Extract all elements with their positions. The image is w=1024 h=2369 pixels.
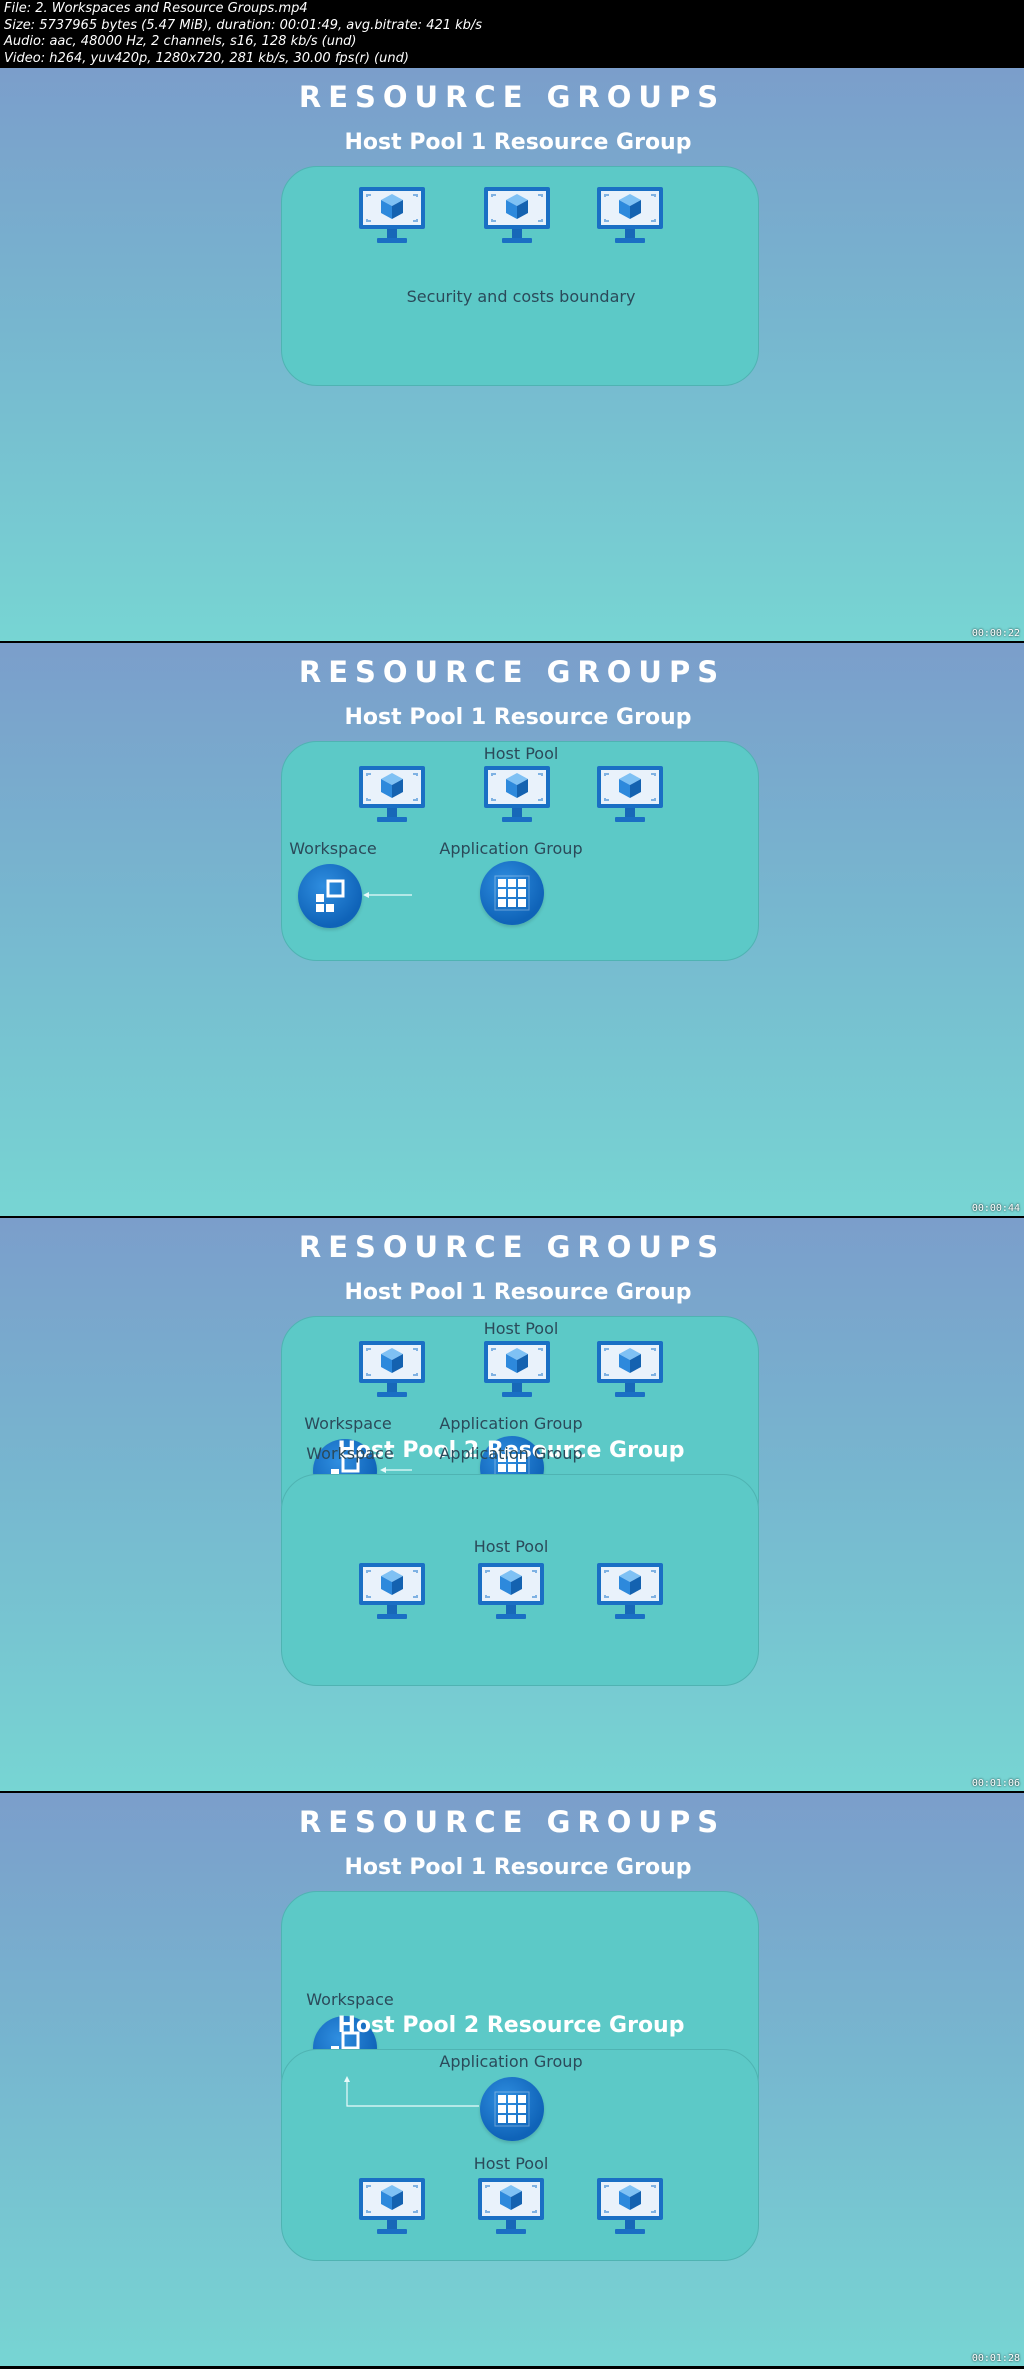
app-group-label: Application Group bbox=[439, 839, 583, 858]
file-info-line: File: 2. Workspaces and Resource Groups.… bbox=[4, 1, 308, 16]
application-group-icon bbox=[480, 861, 544, 925]
file-info-line: Video: h264, yuv420p, 1280x720, 281 kb/s… bbox=[4, 50, 409, 66]
virtual-machine-icon bbox=[482, 185, 552, 247]
slide-title: RESOURCE GROUPS bbox=[298, 80, 726, 114]
slide-title: RESOURCE GROUPS bbox=[298, 1805, 726, 1839]
workspace-label: Workspace bbox=[306, 1990, 394, 2009]
workspace-label: Workspace bbox=[306, 1444, 394, 1463]
virtual-machine-icon bbox=[595, 185, 665, 247]
workspace-label: Workspace bbox=[289, 839, 377, 858]
rg1-box: Security and costs boundary bbox=[281, 166, 759, 386]
workspace-icon bbox=[298, 864, 362, 928]
virtual-machine-icon bbox=[595, 2176, 665, 2238]
virtual-machine-icon bbox=[357, 1561, 427, 1623]
file-info-line: Size: 5737965 bytes (5.47 MiB), duration… bbox=[4, 17, 483, 33]
workspace-label: Workspace bbox=[304, 1414, 392, 1433]
security-boundary-text: Security and costs boundary bbox=[406, 287, 636, 306]
virtual-machine-icon bbox=[595, 1561, 665, 1623]
rg1-label: Host Pool 1 Resource Group bbox=[344, 1280, 692, 1305]
virtual-machine-icon bbox=[482, 1339, 552, 1401]
host-pool-label: Host Pool bbox=[483, 1319, 559, 1338]
virtual-machine-icon bbox=[476, 1561, 546, 1623]
rg1-label: Host Pool 1 Resource Group bbox=[344, 130, 692, 155]
rg2-label: Host Pool 2 Resource Group bbox=[337, 2013, 685, 2038]
slide-frame-4: RESOURCE GROUPS Host Pool 1 Resource Gro… bbox=[0, 1793, 1024, 2366]
app-group-label: Application Group bbox=[439, 1414, 583, 1433]
virtual-machine-icon bbox=[357, 2176, 427, 2238]
rg1-label: Host Pool 1 Resource Group bbox=[344, 1855, 692, 1880]
host-pool-label: Host Pool bbox=[473, 1537, 549, 1556]
virtual-machine-icon bbox=[357, 1339, 427, 1401]
application-group-icon bbox=[480, 2077, 544, 2141]
slide-frame-2: RESOURCE GROUPS Host Pool 1 Resource Gro… bbox=[0, 643, 1024, 1216]
host-pool-label: Host Pool bbox=[473, 2154, 549, 2173]
app-group-label: Application Group bbox=[439, 2052, 583, 2071]
slide-title: RESOURCE GROUPS bbox=[298, 1230, 726, 1264]
rg1-box: Host Pool Workspace Application Group bbox=[281, 741, 759, 961]
slide-frame-1: RESOURCE GROUPS Host Pool 1 Resource Gro… bbox=[0, 68, 1024, 641]
slide-frame-3: RESOURCE GROUPS Host Pool 1 Resource Gro… bbox=[0, 1218, 1024, 1791]
rg2-box: Application Group Host Pool bbox=[281, 2049, 759, 2261]
rg2-label: Host Pool 2 Resource Group bbox=[337, 1438, 685, 1463]
rg1-label: Host Pool 1 Resource Group bbox=[344, 705, 692, 730]
connector-arrow bbox=[380, 1467, 412, 1473]
connector-arrow bbox=[344, 2076, 479, 2107]
virtual-machine-icon bbox=[357, 185, 427, 247]
file-info-header: File: 2. Workspaces and Resource Groups.… bbox=[0, 0, 1024, 68]
app-group-label: Application Group bbox=[439, 1444, 583, 1463]
timestamp: 00:00:22 bbox=[971, 628, 1020, 639]
timestamp: 00:01:28 bbox=[971, 2353, 1020, 2364]
file-info-line: Audio: aac, 48000 Hz, 2 channels, s16, 1… bbox=[4, 34, 357, 49]
connector-arrow bbox=[363, 892, 412, 898]
virtual-machine-icon bbox=[482, 764, 552, 826]
timestamp: 00:01:06 bbox=[971, 1778, 1020, 1789]
virtual-machine-icon bbox=[357, 764, 427, 826]
timestamp: 00:00:44 bbox=[971, 1203, 1020, 1214]
virtual-machine-icon bbox=[476, 2176, 546, 2238]
host-pool-label: Host Pool bbox=[483, 744, 559, 763]
virtual-machine-icon bbox=[595, 1339, 665, 1401]
virtual-machine-icon bbox=[595, 764, 665, 826]
rg2-box: Workspace Application Group Host Pool bbox=[281, 1444, 759, 1686]
slide-title: RESOURCE GROUPS bbox=[298, 655, 726, 689]
